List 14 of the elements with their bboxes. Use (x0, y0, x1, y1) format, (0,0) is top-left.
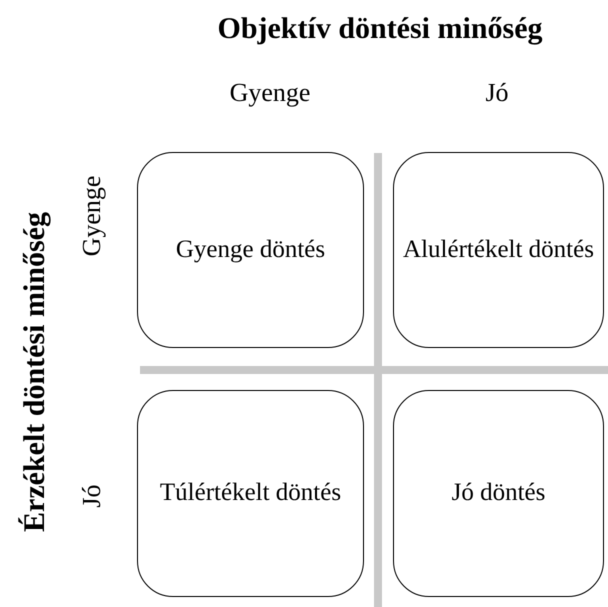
quadrant-box (393, 390, 604, 597)
axis-title: Érzékelt döntési minőség (18, 212, 52, 532)
quadrant-box (137, 152, 364, 348)
axis-label: Gyenge (77, 176, 107, 256)
quadrant-label: Alulértékelt döntés (403, 236, 594, 264)
axis-label: Gyenge (230, 78, 310, 108)
quadrant-label: Jó döntés (452, 479, 546, 508)
quadrant-box (137, 390, 364, 597)
quadrant-box (393, 152, 604, 348)
axis-label: Jó (485, 78, 509, 108)
axis-label: Jó (77, 484, 107, 508)
quadrant-label: Gyenge döntés (176, 236, 326, 264)
axis-title: Objektív döntési minőség (217, 12, 543, 46)
quadrant-label: Túlértékelt döntés (160, 479, 342, 508)
